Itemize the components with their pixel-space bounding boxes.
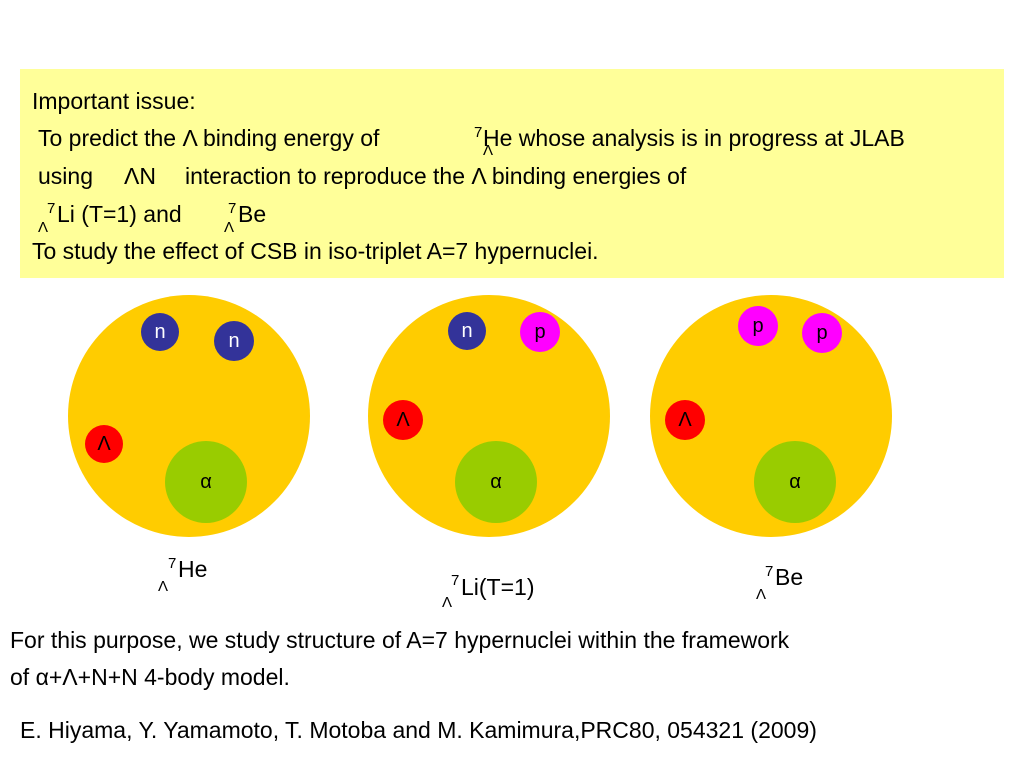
- be-proton-1: p: [738, 306, 778, 346]
- lambda-n-label: ΛN: [124, 163, 156, 189]
- be-label-mass: 7: [765, 563, 774, 580]
- he-neutron-1: n: [141, 313, 179, 351]
- he-mass-number: 7: [474, 124, 483, 141]
- issue-line-be: Be: [238, 201, 267, 227]
- he-neutron-2: n: [214, 321, 254, 361]
- reference: E. Hiyama, Y. Yamamoto, T. Motoba and M.…: [20, 717, 817, 743]
- li-label-lambda: Λ: [442, 594, 453, 611]
- issue-line-predict-end: He whose analysis is in progress at JLAB: [483, 125, 905, 151]
- be-lambda-subscript: Λ: [224, 219, 235, 236]
- he-lambda-subscript: Λ: [483, 142, 494, 159]
- issue-line-li: Li (T=1) and: [57, 201, 182, 227]
- issue-box: [20, 69, 1004, 278]
- be-alpha: α: [754, 441, 836, 523]
- purpose-line-2: of α+Λ+N+N 4-body model.: [10, 664, 290, 690]
- he-label: He: [178, 556, 208, 582]
- be-mass-number: 7: [228, 200, 237, 217]
- he-lambda: Λ: [85, 425, 123, 463]
- issue-heading: Important issue:: [32, 88, 196, 114]
- purpose-line-1: For this purpose, we study structure of …: [10, 627, 790, 653]
- li-proton: p: [520, 312, 560, 352]
- be-proton-2: p: [802, 313, 842, 353]
- issue-line-csb: To study the effect of CSB in iso-triple…: [32, 238, 599, 264]
- be-lambda: Λ: [665, 400, 705, 440]
- be-label: Be: [775, 564, 804, 590]
- be-label-lambda: Λ: [756, 586, 767, 603]
- issue-line-interaction: interaction to reproduce the Λ binding e…: [185, 163, 687, 189]
- issue-line-using: using: [38, 163, 93, 189]
- he-label-lambda: Λ: [158, 578, 169, 595]
- li-neutron: n: [448, 312, 486, 350]
- he-alpha: α: [165, 441, 247, 523]
- li-lambda: Λ: [383, 400, 423, 440]
- li-alpha: α: [455, 441, 537, 523]
- li-mass-number: 7: [47, 200, 56, 217]
- li-lambda-subscript: Λ: [38, 219, 49, 236]
- issue-line-predict: To predict the Λ binding energy of: [38, 125, 380, 151]
- li-label-mass: 7: [451, 572, 460, 589]
- he-label-mass: 7: [168, 555, 177, 572]
- li-label: Li(T=1): [461, 574, 535, 600]
